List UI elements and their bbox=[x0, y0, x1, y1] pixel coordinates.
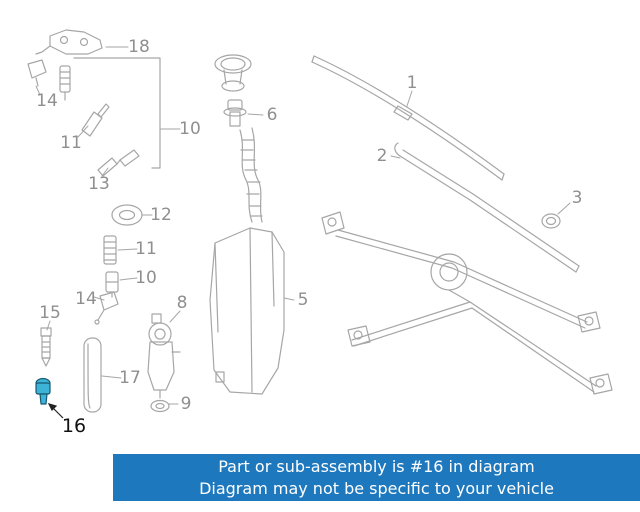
part-label-11-lower: 11 bbox=[135, 239, 157, 259]
part-11-lower-drawing bbox=[103, 235, 117, 265]
wiper-linkage-assembly-drawing bbox=[321, 211, 613, 395]
part-label-9: 9 bbox=[180, 394, 192, 414]
part-label-15: 15 bbox=[39, 303, 61, 323]
part-label-16-highlighted: 16 bbox=[61, 415, 87, 437]
banner-line-1: Part or sub-assembly is #16 in diagram bbox=[218, 457, 535, 476]
part-6-drawing bbox=[223, 99, 247, 127]
part-14-lower-drawing bbox=[94, 291, 119, 325]
part-14-upper-drawing bbox=[27, 59, 47, 87]
part-label-5: 5 bbox=[297, 290, 309, 310]
part-8-drawing bbox=[147, 313, 181, 399]
part-2-drawing bbox=[394, 142, 580, 273]
part-15-drawing bbox=[40, 327, 52, 367]
part-13-drawing bbox=[97, 149, 140, 177]
part-label-6: 6 bbox=[266, 105, 278, 125]
part-label-1: 1 bbox=[406, 73, 418, 93]
part-label-14-lower: 14 bbox=[75, 289, 97, 309]
part-label-2: 2 bbox=[376, 146, 388, 166]
part-label-17: 17 bbox=[119, 368, 141, 388]
part-label-10-lower: 10 bbox=[135, 268, 157, 288]
part-17-drawing bbox=[83, 337, 102, 413]
part-label-12: 12 bbox=[150, 205, 172, 225]
part-label-14-upper: 14 bbox=[36, 91, 58, 111]
part-16-highlighted-drawing bbox=[35, 377, 51, 405]
part-label-11-upper: 11 bbox=[60, 133, 82, 153]
part-16-arrow bbox=[47, 403, 64, 419]
part-label-3: 3 bbox=[571, 188, 583, 208]
part-10-cylinder-drawing bbox=[59, 65, 71, 101]
part-9-drawing bbox=[150, 399, 170, 413]
part-1-drawing bbox=[311, 55, 505, 181]
part-18-drawing bbox=[35, 29, 103, 55]
group-10-bracket bbox=[73, 57, 161, 169]
leader-lines bbox=[35, 46, 571, 405]
part-label-10-upper: 10 bbox=[179, 119, 201, 139]
banner-line-2: Diagram may not be specific to your vehi… bbox=[199, 479, 554, 498]
part-label-8: 8 bbox=[176, 293, 188, 313]
info-banner: Part or sub-assembly is #16 in diagram D… bbox=[113, 454, 640, 501]
part-label-13: 13 bbox=[88, 174, 110, 194]
part-label-18: 18 bbox=[128, 37, 150, 57]
reservoir-cap-drawing bbox=[214, 54, 252, 92]
part-5-drawing bbox=[209, 127, 285, 395]
part-3-drawing bbox=[541, 213, 561, 229]
part-11-upper-drawing bbox=[81, 103, 110, 137]
part-12-drawing bbox=[111, 204, 143, 226]
